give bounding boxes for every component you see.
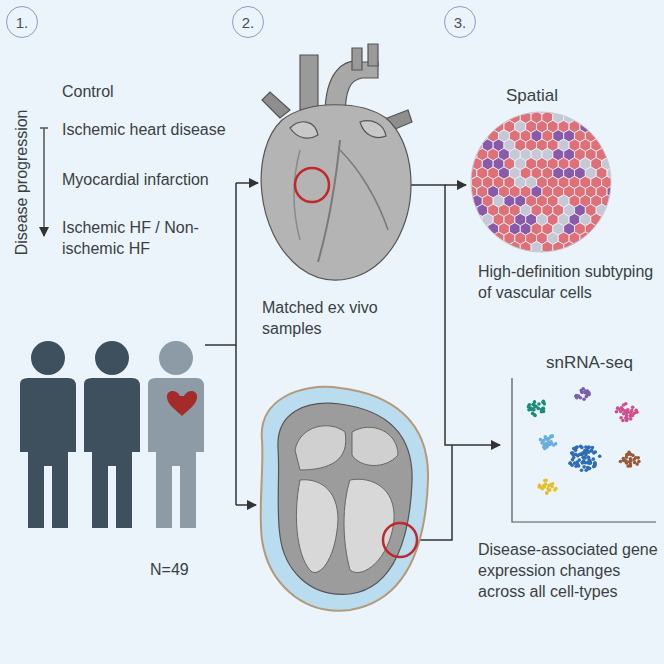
umap-axes bbox=[512, 378, 656, 522]
progression-bracket bbox=[40, 128, 48, 236]
stage-label: Ischemic heart disease bbox=[62, 120, 237, 141]
spatial-outline bbox=[471, 112, 611, 252]
stage-label: Ischemic HF / Non-ischemic HF bbox=[62, 218, 202, 260]
step-number-circle: 2. bbox=[232, 6, 264, 38]
sample-count: N=49 bbox=[150, 560, 220, 581]
method-title: Spatial bbox=[506, 85, 606, 107]
heart-cross-section bbox=[261, 387, 428, 611]
method-description: Disease-associated gene expression chang… bbox=[478, 540, 658, 602]
axis-label: Disease progression bbox=[12, 109, 33, 255]
heart-exterior bbox=[261, 44, 412, 280]
umap-clusters bbox=[527, 387, 641, 495]
step-number: 3. bbox=[454, 14, 467, 31]
step-number-circle: 3. bbox=[444, 6, 476, 38]
stage-label: Myocardial infarction bbox=[62, 170, 237, 191]
stage-label: Control bbox=[62, 82, 222, 103]
caption-text: Matched ex vivo samples bbox=[262, 298, 432, 340]
method-description: High-definition subtyping of vascular ce… bbox=[478, 262, 656, 304]
step-number: 2. bbox=[242, 14, 255, 31]
method-title: snRNA-seq bbox=[546, 352, 656, 374]
step-number-circle: 1. bbox=[6, 6, 38, 38]
step-number: 1. bbox=[16, 14, 29, 31]
people-figures bbox=[20, 341, 204, 528]
